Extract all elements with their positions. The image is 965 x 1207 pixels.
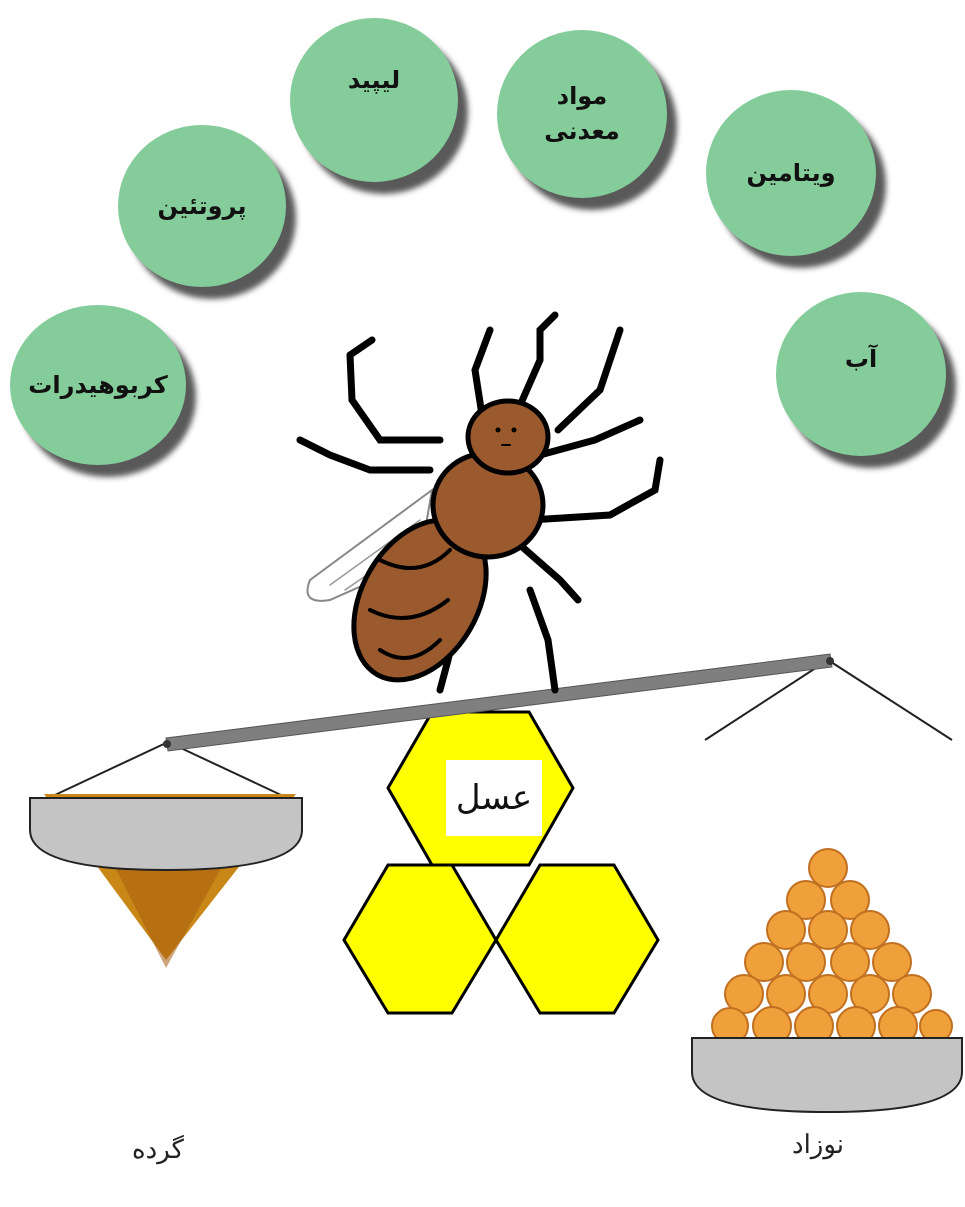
hexagon-bottom-right [496, 865, 658, 1013]
left-pan [30, 798, 302, 870]
right-pan-assembly [692, 660, 962, 1112]
brood-cells [712, 849, 952, 1045]
hexagon-bottom-left [344, 865, 496, 1013]
pollen-label: گرده [132, 1135, 184, 1165]
brood-label: نوزاد [792, 1130, 844, 1160]
bee-head [468, 401, 548, 473]
bee-illustration [300, 315, 660, 703]
honey-label: عسل [446, 760, 542, 836]
right-pan [692, 1038, 962, 1112]
left-pan-assembly [30, 742, 302, 968]
honeycomb [344, 712, 658, 1013]
